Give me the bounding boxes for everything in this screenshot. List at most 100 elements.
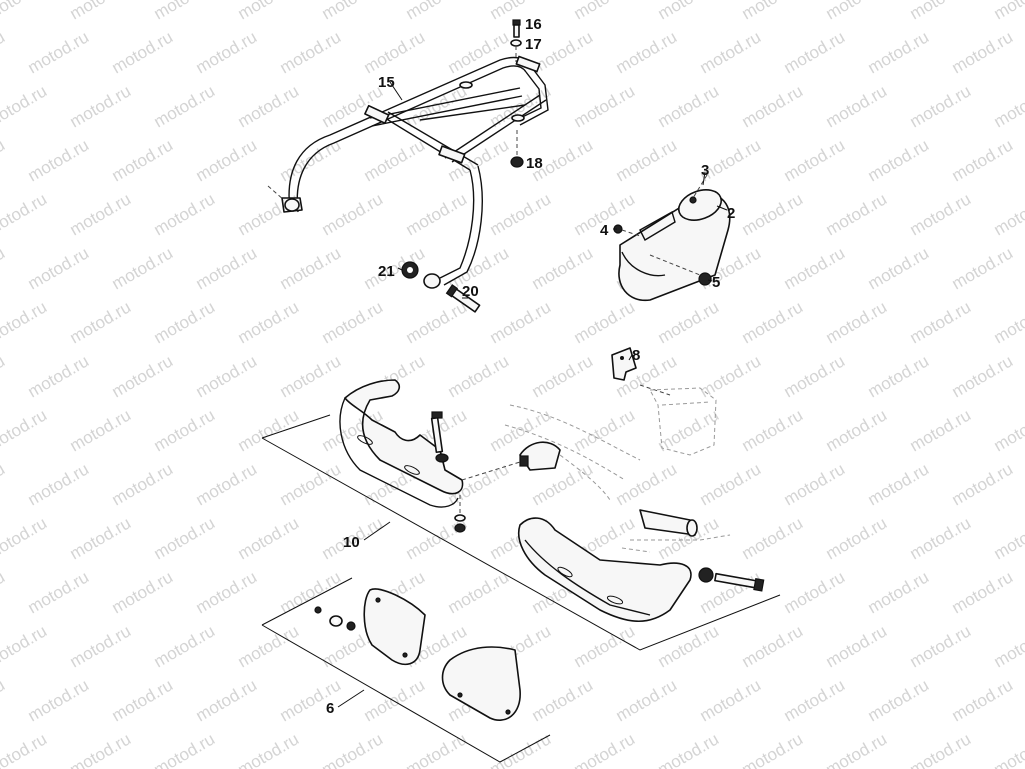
watermark-text: motod.ru bbox=[109, 351, 177, 401]
watermark-text: motod.ru bbox=[907, 189, 975, 239]
watermark-text: motod.ru bbox=[739, 0, 807, 23]
watermark-text: motod.ru bbox=[109, 459, 177, 509]
spoiler-right bbox=[441, 646, 521, 721]
watermark-text: motod.ru bbox=[697, 351, 765, 401]
callout-4: 4 bbox=[600, 222, 609, 239]
watermark-text: motod.ru bbox=[67, 297, 135, 347]
watermark-text: motod.ru bbox=[67, 0, 135, 23]
watermark-text: motod.ru bbox=[907, 513, 975, 563]
watermark-text: motod.ru bbox=[319, 297, 387, 347]
watermark-text: motod.ru bbox=[529, 351, 597, 401]
watermark-text: motod.ru bbox=[739, 621, 807, 671]
watermark-text: motod.ru bbox=[403, 297, 471, 347]
watermark-text: motod.ru bbox=[151, 621, 219, 671]
nut-18 bbox=[510, 156, 524, 168]
watermark-text: motod.ru bbox=[403, 0, 471, 23]
watermark-text: motod.ru bbox=[403, 729, 471, 769]
watermark-text: motod.ru bbox=[613, 135, 681, 185]
watermark-text: motod.ru bbox=[151, 513, 219, 563]
callout-21: 21 bbox=[378, 263, 395, 280]
watermark-text: motod.ru bbox=[487, 297, 555, 347]
watermark-text: motod.ru bbox=[949, 135, 1017, 185]
watermark-text: motod.ru bbox=[193, 567, 261, 617]
handguard-bolt-left bbox=[430, 411, 449, 463]
handguard-bolt-right bbox=[714, 572, 765, 592]
watermark-text: motod.ru bbox=[991, 297, 1025, 347]
watermark-text: motod.ru bbox=[571, 621, 639, 671]
watermark-text: motod.ru bbox=[739, 81, 807, 131]
kit-frame-10 bbox=[261, 414, 781, 651]
watermark-text: motod.ru bbox=[907, 729, 975, 769]
leader-lines bbox=[337, 81, 728, 708]
watermark-text: motod.ru bbox=[109, 243, 177, 293]
watermark-text: motod.ru bbox=[67, 621, 135, 671]
spacer-right bbox=[698, 567, 714, 583]
watermark-text: motod.ru bbox=[109, 27, 177, 77]
watermark-text: motod.ru bbox=[655, 729, 723, 769]
callout-16: 16 bbox=[525, 16, 542, 33]
callout-17: 17 bbox=[525, 36, 542, 53]
watermark-text: motod.ru bbox=[0, 459, 8, 509]
watermark-text: motod.ru bbox=[0, 351, 8, 401]
watermark-text: motod.ru bbox=[781, 675, 849, 725]
watermark-text: motod.ru bbox=[823, 81, 891, 131]
watermark-text: motod.ru bbox=[25, 243, 93, 293]
watermark-text: motod.ru bbox=[781, 243, 849, 293]
watermark-text: motod.ru bbox=[865, 459, 933, 509]
watermark-text: motod.ru bbox=[277, 459, 345, 509]
watermark-text: motod.ru bbox=[67, 405, 135, 455]
callout-2: 2 bbox=[727, 205, 735, 222]
watermark-text: motod.ru bbox=[235, 405, 303, 455]
watermark-text: motod.ru bbox=[0, 189, 50, 239]
watermark-text: motod.ru bbox=[781, 135, 849, 185]
callout-15: 15 bbox=[378, 74, 395, 91]
watermark-text: motod.ru bbox=[25, 351, 93, 401]
watermark-text: motod.ru bbox=[151, 81, 219, 131]
watermark-text: motod.ru bbox=[865, 567, 933, 617]
spoiler-hardware bbox=[314, 606, 356, 631]
watermark-text: motod.ru bbox=[235, 297, 303, 347]
watermark-text: motod.ru bbox=[907, 81, 975, 131]
washer-left bbox=[454, 514, 466, 522]
watermark-text: motod.ru bbox=[319, 0, 387, 23]
watermark-text: motod.ru bbox=[319, 189, 387, 239]
clamp-left bbox=[519, 441, 561, 471]
watermark-text: motod.ru bbox=[655, 405, 723, 455]
watermark-text: motod.ru bbox=[319, 729, 387, 769]
ghost-handlebar bbox=[504, 404, 641, 501]
watermark-text: motod.ru bbox=[991, 0, 1025, 23]
watermark-text: motod.ru bbox=[361, 135, 429, 185]
watermark-text: motod.ru bbox=[193, 351, 261, 401]
watermark-text: motod.ru bbox=[865, 675, 933, 725]
watermark-text: motod.ru bbox=[697, 459, 765, 509]
luggage-rack bbox=[267, 55, 549, 289]
watermark-text: motod.ru bbox=[739, 729, 807, 769]
watermark-text: motod.ru bbox=[0, 135, 8, 185]
watermark-text: motod.ru bbox=[865, 243, 933, 293]
watermark-text: motod.ru bbox=[109, 675, 177, 725]
watermark-text: motod.ru bbox=[907, 405, 975, 455]
handguard-right bbox=[518, 517, 692, 622]
watermark-text: motod.ru bbox=[613, 459, 681, 509]
watermark-text: motod.ru bbox=[529, 675, 597, 725]
watermark-text: motod.ru bbox=[361, 27, 429, 77]
watermark-text: motod.ru bbox=[0, 621, 50, 671]
nut-5 bbox=[698, 272, 712, 286]
watermark-text: motod.ru bbox=[655, 297, 723, 347]
watermark-text: motod.ru bbox=[823, 297, 891, 347]
callout-18: 18 bbox=[526, 155, 543, 172]
watermark-text: motod.ru bbox=[571, 405, 639, 455]
watermark-text: motod.ru bbox=[277, 243, 345, 293]
watermark-text: motod.ru bbox=[823, 513, 891, 563]
watermark-text: motod.ru bbox=[571, 297, 639, 347]
watermark-text: motod.ru bbox=[193, 459, 261, 509]
watermark-text: motod.ru bbox=[0, 513, 50, 563]
bracket-8 bbox=[611, 347, 637, 381]
watermark-text: motod.ru bbox=[109, 567, 177, 617]
watermark-text: motod.ru bbox=[0, 297, 50, 347]
watermark-text: motod.ru bbox=[949, 459, 1017, 509]
watermark-text: motod.ru bbox=[865, 135, 933, 185]
watermark-text: motod.ru bbox=[235, 189, 303, 239]
watermark-text: motod.ru bbox=[571, 0, 639, 23]
